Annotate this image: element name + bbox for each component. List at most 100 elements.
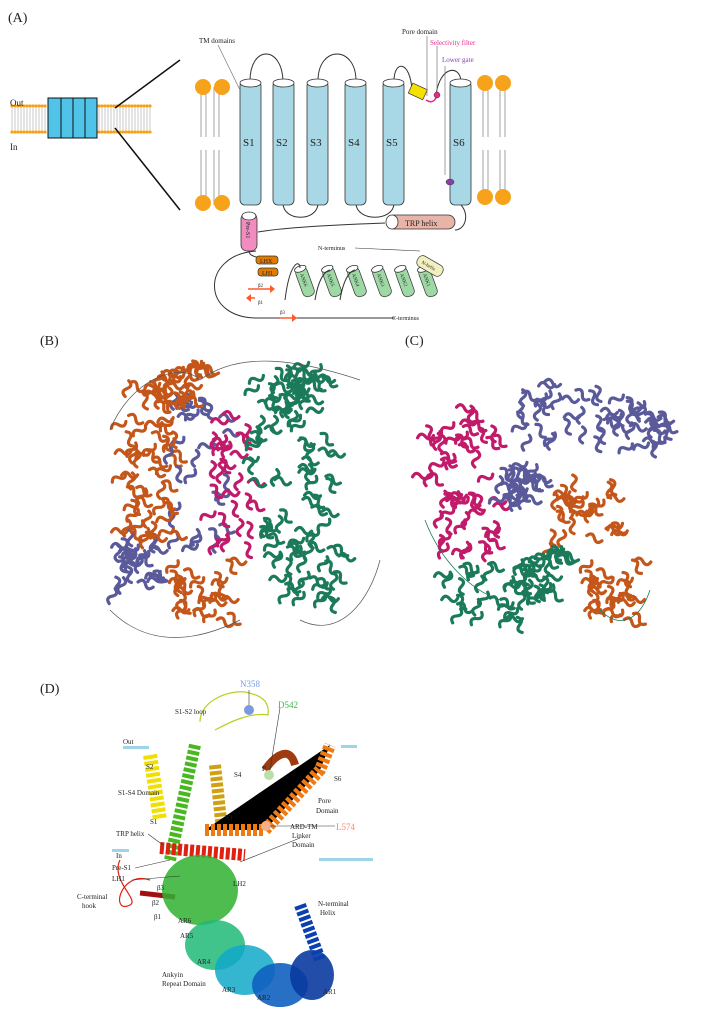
label-ankyrin-2: Repeat Domain	[162, 980, 206, 988]
helix-ribbon	[137, 526, 151, 545]
mini-lipid-head	[145, 130, 149, 134]
helix-ribbon	[555, 509, 571, 525]
linker-domain-blob	[162, 855, 238, 925]
mini-lipid-head	[34, 104, 38, 108]
helix-ribbon	[475, 493, 484, 512]
label-n-helix-1: N-terminal	[318, 900, 349, 908]
helix-ribbon	[165, 559, 180, 574]
helix-ribbon	[298, 391, 310, 411]
c-terminal-loop	[214, 250, 395, 319]
helix-ribbon	[154, 387, 174, 398]
helix-ribbon	[610, 529, 629, 537]
label-pore-domain-2: Domain	[316, 807, 339, 815]
helix-ribbon	[461, 423, 480, 437]
helix-ribbon	[568, 500, 585, 514]
helix-ribbon	[208, 460, 218, 480]
helix-ribbon	[630, 558, 644, 575]
helix-ribbon	[508, 484, 527, 497]
helix-ribbon	[473, 574, 486, 594]
mini-lipid-head	[19, 104, 23, 108]
mini-lipid-head	[25, 104, 29, 108]
helix-ribbon	[263, 424, 283, 435]
helix-ribbon	[504, 614, 525, 624]
helix-ribbon	[149, 544, 169, 555]
helix-ribbon	[158, 417, 174, 433]
helix-ribbon	[256, 414, 266, 434]
helix-ribbon	[633, 556, 653, 567]
helix-ribbon	[262, 516, 277, 533]
helix-ribbon	[484, 526, 501, 538]
label-out: Out	[123, 738, 134, 746]
mini-lipid-head	[100, 130, 104, 134]
helix-ribbon	[470, 449, 482, 469]
mini-lipid-head	[10, 104, 14, 108]
mini-lipid-head	[37, 104, 41, 108]
helix-ribbon	[178, 390, 186, 409]
helix-ribbon	[214, 570, 225, 589]
helix-ribbon	[487, 495, 506, 505]
helix-ribbon	[152, 499, 166, 516]
helix-ribbon	[537, 380, 557, 390]
helix-ribbon	[428, 472, 445, 487]
label-l574: L574	[336, 822, 355, 832]
tm-segment-s4: S4	[344, 78, 367, 206]
membrane-bars	[112, 745, 373, 861]
helix-ribbon	[125, 565, 134, 585]
helix-ribbon	[410, 471, 431, 481]
segment-label: S5	[386, 137, 398, 149]
helix-ribbon	[587, 497, 601, 516]
helix-ribbon	[274, 381, 293, 394]
helix-ribbon	[296, 367, 312, 382]
helix-ribbon	[187, 394, 204, 409]
helix-ribbon	[106, 587, 119, 606]
helix-ribbon	[155, 514, 174, 524]
helix-ribbon	[593, 435, 603, 454]
helix-ribbon	[296, 554, 308, 574]
panel-label-b: (B)	[40, 334, 59, 349]
panel-label-d: (D)	[40, 682, 60, 697]
c-terminal-hook-ribbon	[117, 859, 151, 908]
segment-label: S6	[453, 137, 465, 149]
helix-ribbon	[436, 542, 450, 560]
helix-ribbon	[116, 576, 128, 595]
helix-ribbon	[492, 433, 508, 449]
top-view-structure	[410, 377, 679, 635]
ank-repeat-5: ANK5	[321, 264, 342, 298]
membrane-overview: Out In	[10, 59, 181, 211]
pre-s1-helix: Pre-S1	[240, 211, 258, 252]
helix-ribbon	[289, 544, 303, 562]
helix-ribbon	[521, 389, 539, 403]
label-in: In	[116, 852, 122, 860]
helix-ribbon	[210, 417, 230, 426]
helix-ribbon	[550, 392, 563, 411]
helix-ribbon	[621, 570, 633, 589]
helix-ribbon	[154, 464, 173, 476]
selectivity-filter-label: Selectivity filter	[430, 39, 476, 47]
helix-ribbon	[552, 489, 572, 498]
helix-ribbon	[492, 520, 501, 539]
helix-ribbon	[333, 543, 350, 558]
helix-ribbon	[613, 422, 633, 435]
helix-ribbon	[555, 504, 565, 523]
helix-ribbon	[427, 459, 446, 470]
helix-ribbon	[625, 399, 638, 417]
helix-ribbon	[274, 514, 284, 534]
helix-ribbon	[606, 584, 617, 603]
ank-repeat-4: ANK4	[346, 264, 367, 298]
beta1-label: β1	[258, 301, 264, 306]
helix-ribbon	[191, 362, 204, 379]
helix-ribbon	[117, 559, 134, 574]
helix-ribbon	[589, 574, 599, 595]
label-n-helix-2: Helix	[320, 909, 336, 917]
helix-ribbon	[138, 553, 154, 568]
helix-ribbon	[235, 517, 245, 538]
helix-ribbon	[196, 584, 206, 603]
helix-ribbon	[550, 491, 560, 511]
helix-ribbon	[305, 394, 325, 406]
helix-ribbon	[606, 521, 625, 532]
ank-label: ANK5	[325, 273, 334, 288]
helix-ribbon	[298, 436, 312, 453]
helix-ribbon	[129, 519, 145, 534]
helix-ribbon	[284, 581, 302, 595]
